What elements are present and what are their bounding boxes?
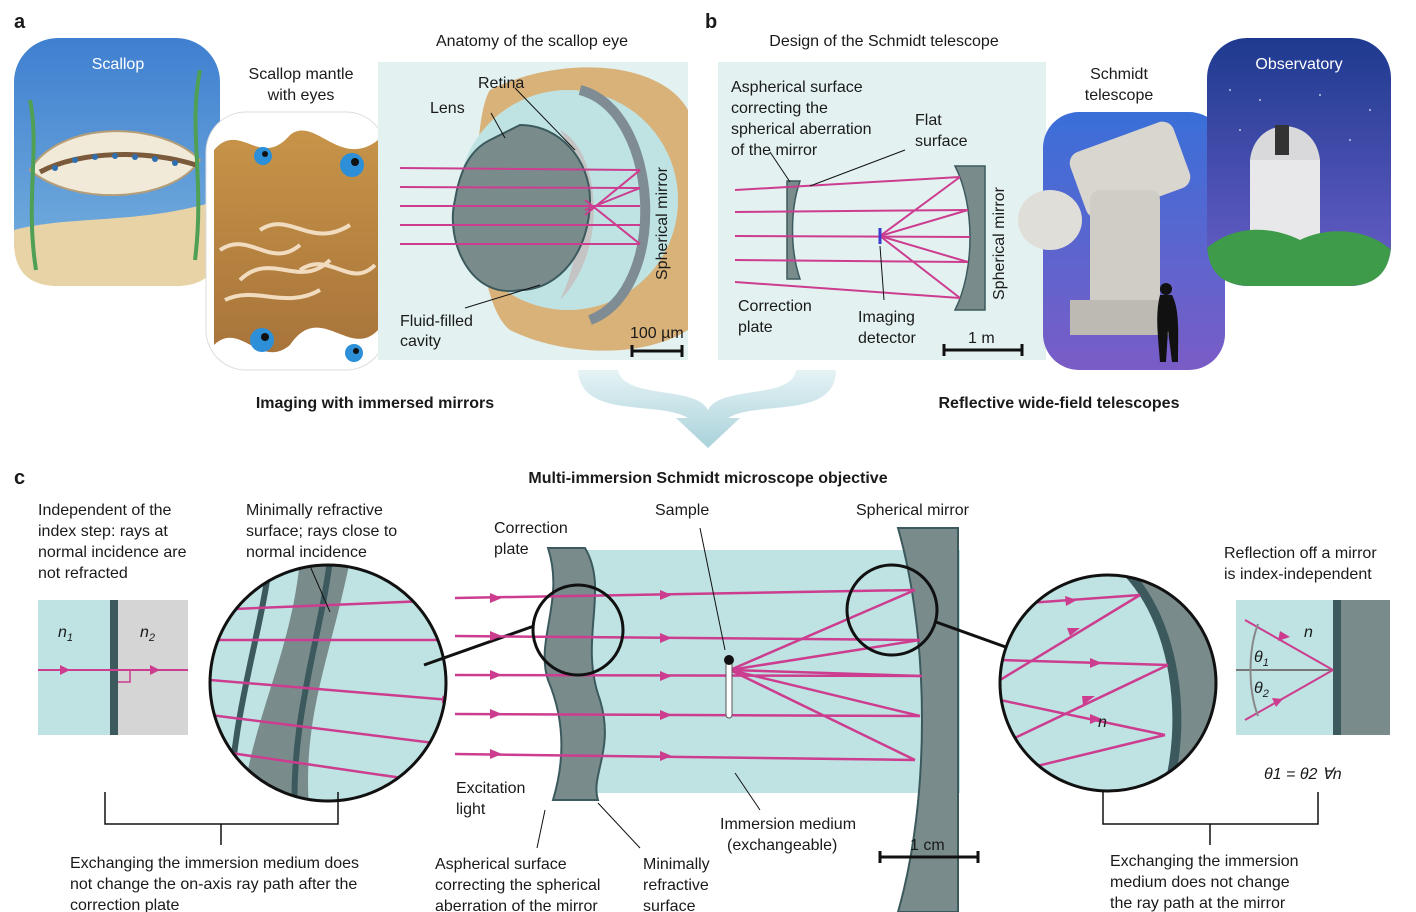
c-mirror-label: Spherical mirror: [856, 502, 970, 519]
aspheric-label-1: Aspherical surface: [731, 79, 863, 96]
detector-label-2: detector: [858, 330, 916, 347]
panel-c-title: Multi-immersion Schmidt microscope objec…: [528, 470, 887, 487]
c-aspheric-line-1: Aspherical surface: [435, 856, 567, 873]
independent-line-2: index step: rays at: [38, 523, 168, 540]
schmidt-telescope-illustration: [1018, 112, 1225, 370]
mantle-title-1: Scallop mantle: [249, 66, 354, 83]
immersion-label-2: (exchangeable): [727, 837, 837, 854]
c-scale-label: 1 cm: [910, 837, 945, 854]
independent-line-3: normal incidence are: [38, 544, 187, 561]
left-bracket: [105, 792, 338, 845]
aspheric-label-4: of the mirror: [731, 142, 818, 159]
exchange-right-2: medium does not change: [1110, 874, 1290, 891]
retina-label: Retina: [478, 75, 524, 92]
independent-line-4: not refracted: [38, 565, 128, 582]
c-aspheric-line-3: aberration of the mirror: [435, 898, 598, 912]
mirror-magnifier: n: [1000, 570, 1230, 800]
sample-label: Sample: [655, 502, 709, 519]
telescope-design-title: Design of the Schmidt telescope: [769, 33, 999, 50]
panel-b-caption: Reflective wide-field telescopes: [939, 395, 1180, 412]
correction-label-2: plate: [738, 319, 773, 336]
merge-arrow-icon: [578, 370, 836, 448]
flat-label-2: surface: [915, 133, 968, 150]
equation-label: θ1 = θ2 ∀n: [1264, 766, 1342, 783]
minimal-line-2: surface; rays close to: [246, 523, 397, 540]
schmidt-objective-diagram: [455, 528, 960, 912]
minimal-line-1: Minimally refractive: [246, 502, 383, 519]
schmidt-title-2: telescope: [1085, 87, 1154, 104]
aspheric-label-2: correcting the: [731, 100, 828, 117]
schmidt-telescope-diagram: Aspherical surface correcting the spheri…: [718, 62, 1046, 360]
exchange-left-1: Exchanging the immersion medium does: [70, 855, 359, 872]
mantle-title-2: with eyes: [267, 87, 335, 104]
panel-a-caption: Imaging with immersed mirrors: [256, 395, 494, 412]
minimal-bottom-3: surface: [643, 898, 696, 912]
minimal-bottom-1: Minimally: [643, 856, 710, 873]
correction-label-1: Correction: [738, 298, 812, 315]
telescope-scale-label: 1 m: [968, 330, 995, 347]
fluid-label-1: Fluid-filled: [400, 313, 473, 330]
observatory-title: Observatory: [1255, 56, 1342, 73]
detector-label-1: Imaging: [858, 309, 915, 326]
exchange-left-2: not change the on-axis ray path after th…: [70, 876, 357, 893]
minimal-bottom-2: refractive: [643, 877, 709, 894]
panel-b-letter: b: [705, 11, 717, 33]
excitation-label-1: Excitation: [456, 780, 525, 797]
exchange-right-3: the ray path at the mirror: [1110, 895, 1286, 912]
reflection-line-1: Reflection off a mirror: [1224, 545, 1377, 562]
minimal-line-3: normal incidence: [246, 544, 367, 561]
exchange-left-3: correction plate: [70, 897, 179, 912]
flat-label-1: Flat: [915, 112, 942, 129]
scallop-eye-diagram: Retina Lens Spherical mirror Fluid-fille…: [378, 62, 688, 360]
observatory-illustration: Observatory: [1207, 38, 1391, 286]
panel-a-letter: a: [14, 11, 26, 33]
immersion-label-1: Immersion medium: [720, 816, 856, 833]
reflection-line-2: is index-independent: [1224, 566, 1372, 583]
telescope-mirror-label: Spherical mirror: [991, 186, 1008, 300]
panel-c-letter: c: [14, 467, 25, 489]
c-correction-label-2: plate: [494, 541, 529, 558]
correction-plate-magnifier: [210, 560, 450, 820]
exchange-right-1: Exchanging the immersion: [1110, 853, 1299, 870]
fluid-label-2: cavity: [400, 333, 441, 350]
aspheric-label-3: spherical aberration: [731, 121, 872, 138]
c-correction-label-1: Correction: [494, 520, 568, 537]
lens-label: Lens: [430, 100, 465, 117]
excitation-label-2: light: [456, 801, 486, 818]
reflection-diagram: n θ1 θ2: [1236, 600, 1390, 735]
right-bracket: [1103, 792, 1318, 845]
schmidt-title-1: Schmidt: [1090, 66, 1148, 83]
reflection-n-label: n: [1304, 624, 1313, 641]
scallop-title: Scallop: [92, 56, 145, 73]
eye-mirror-label: Spherical mirror: [654, 166, 671, 280]
scallop-illustration: Scallop: [14, 38, 220, 286]
eye-scale-label: 100 µm: [630, 325, 684, 342]
anatomy-title: Anatomy of the scallop eye: [436, 33, 628, 50]
index-step-diagram: n1 n2: [38, 600, 188, 735]
c-aspheric-line-2: correcting the spherical: [435, 877, 600, 894]
magnifier-n-label: n: [1098, 714, 1107, 731]
mantle-illustration: [206, 112, 386, 370]
independent-line-1: Independent of the: [38, 502, 172, 519]
